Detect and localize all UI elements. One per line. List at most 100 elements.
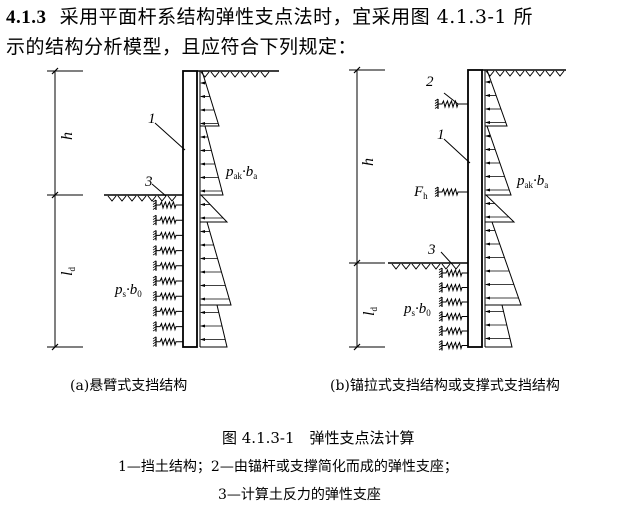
b-arrowhead [485, 148, 490, 151]
a-soil-spring [156, 337, 183, 347]
clause-number: 4.1.3 [6, 7, 47, 28]
a-soil-spring-hatch [152, 275, 157, 286]
b-arrowhead [485, 161, 490, 165]
b-ground-excavation-hatch [391, 263, 461, 270]
a-soil-spring [156, 291, 183, 301]
b-ground-top-hatch [485, 70, 565, 77]
b-dimension-tick [353, 66, 361, 74]
b-earth-pressure-envelope [485, 69, 522, 348]
b-arrowhead [485, 296, 490, 300]
b-arrowhead [485, 121, 490, 124]
a-soil-spring-hatch [152, 260, 157, 271]
a-arrowhead [200, 311, 205, 314]
a-label-1: 1 [148, 111, 156, 127]
b-arrowhead [485, 175, 490, 178]
b-retaining-wall [467, 69, 483, 348]
b-arrowhead [485, 134, 490, 138]
a-leader-1 [154, 122, 186, 151]
a-soil-spring [156, 200, 183, 210]
b-soil-spring-hatch [438, 325, 443, 336]
a-soil-spring-hatch [152, 306, 157, 317]
b-arrowhead [485, 202, 490, 205]
b-arrowhead [485, 283, 490, 286]
a-arrowhead [200, 81, 205, 85]
a-arrowhead [200, 149, 205, 152]
b-leader-2 [443, 92, 459, 105]
a-soil-spring-hatch [152, 321, 157, 332]
a-arrowhead [200, 243, 205, 247]
a-ground-excavation-hatch [107, 195, 177, 202]
b-label-ps-b0: ps·b0 [403, 301, 431, 318]
figure-legend-1: 1—挡土结构；2—由锚杆或支撑简化而成的弹性支座； [118, 459, 458, 475]
a-arrowhead [200, 270, 205, 274]
b-arrowhead [485, 323, 490, 327]
a-label-3: 3 [144, 174, 153, 190]
a-retaining-wall [182, 70, 198, 348]
a-arrowhead [200, 338, 205, 341]
a-arrowhead [200, 203, 205, 206]
b-arrowhead [485, 269, 490, 273]
a-soil-spring [156, 306, 183, 317]
b-arrowhead [485, 80, 490, 84]
a-soil-spring [156, 261, 183, 271]
b-strut-spring-hatch [434, 186, 439, 197]
b-soil-spring [442, 268, 468, 278]
a-label-ld: ld [59, 267, 77, 276]
a-arrowhead [200, 176, 205, 179]
b-arrowhead [485, 229, 490, 232]
b-arrowhead [485, 242, 490, 246]
clause-line-1: 4.1.3 采用平面杆系结构弹性支点法时，宜采用图 4.1.3-1 所 [6, 2, 533, 29]
a-earth-pressure-envelope [200, 70, 232, 348]
a-soil-spring [156, 230, 183, 241]
a-soil-spring-hatch [152, 214, 157, 226]
b-soil-spring [442, 312, 468, 322]
b-leader-1 [443, 138, 471, 164]
a-leader-3 [151, 183, 167, 197]
subcaption-b: (b)锚拉式支挡结构或支撑式支挡结构 [330, 378, 560, 394]
a-arrowhead [200, 135, 205, 139]
a-arrowhead [200, 257, 205, 260]
b-label-Fh: Fh [413, 184, 428, 201]
a-label-h: h [59, 132, 76, 140]
b-dimension-tick [353, 259, 361, 267]
a-label-ps-b0: ps·b0 [114, 282, 142, 299]
a-arrowhead [200, 95, 205, 98]
a-dimension-tick [51, 343, 59, 351]
a-dimension-tick [51, 191, 59, 199]
a-arrowhead [200, 284, 205, 287]
a-soil-spring-hatch [152, 230, 157, 241]
b-label-pak-ba: pak·ba [516, 173, 548, 190]
b-soil-spring-hatch [438, 267, 443, 278]
b-arrowhead [485, 310, 490, 313]
clause-text-1: 采用平面杆系结构弹性支点法时，宜采用图 4.1.3-1 所 [59, 6, 534, 28]
b-dimension-tick [353, 343, 361, 351]
a-arrowhead [200, 216, 205, 220]
a-arrowhead [200, 189, 205, 193]
subcaption-a: (a)悬臂式支挡结构 [70, 378, 188, 394]
b-soil-spring-hatch [438, 282, 443, 293]
a-soil-spring [156, 276, 183, 286]
a-soil-spring-hatch [152, 290, 157, 302]
a-arrowhead [200, 297, 205, 301]
b-soil-spring-hatch [438, 340, 443, 351]
a-arrowhead [200, 162, 205, 166]
b-arrowhead [485, 256, 490, 259]
b-label-1: 1 [437, 127, 445, 143]
b-arrowhead [485, 107, 490, 111]
b-arrowhead [485, 215, 490, 219]
b-anchor-spring [438, 99, 468, 109]
b-label-3: 3 [427, 242, 436, 258]
a-arrowhead [200, 324, 205, 328]
b-soil-spring [442, 326, 468, 336]
b-soil-spring-hatch [438, 311, 443, 322]
b-soil-spring [442, 297, 468, 307]
a-arrowhead [200, 230, 205, 233]
b-soil-spring-hatch [438, 296, 443, 307]
b-soil-spring [442, 283, 468, 293]
b-label-2: 2 [426, 74, 434, 90]
a-soil-spring-hatch [152, 245, 157, 256]
a-soil-spring [156, 246, 183, 256]
a-dimension-tick [51, 67, 59, 75]
